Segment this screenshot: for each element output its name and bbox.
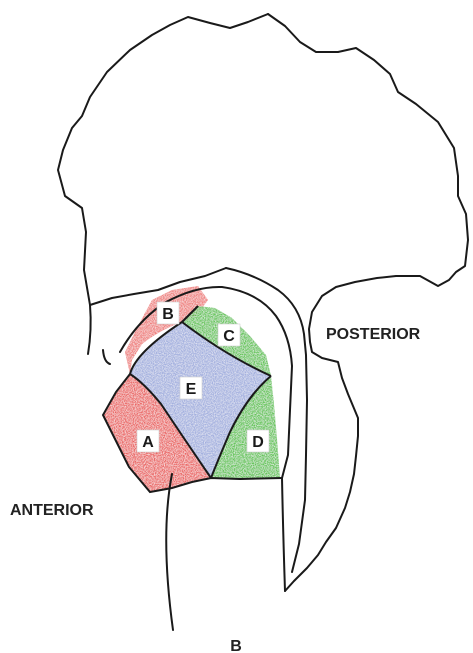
zone-label-d-text: D bbox=[252, 434, 264, 451]
femur-outline bbox=[58, 14, 468, 630]
posterior-label: POSTERIOR bbox=[326, 326, 421, 343]
zone-label-b: B bbox=[157, 302, 179, 324]
anterior-label: ANTERIOR bbox=[10, 502, 94, 519]
figure-label: B bbox=[230, 638, 242, 653]
zone-label-e-text: E bbox=[186, 381, 197, 398]
zone-label-d: D bbox=[247, 430, 269, 452]
zone-label-e: E bbox=[180, 377, 202, 399]
zone-label-a-text: A bbox=[142, 434, 154, 451]
zone-label-b-text: B bbox=[162, 306, 174, 323]
zone-label-c-text: C bbox=[223, 328, 235, 345]
zone-label-a: A bbox=[137, 430, 159, 452]
zone-label-c: C bbox=[218, 324, 240, 346]
